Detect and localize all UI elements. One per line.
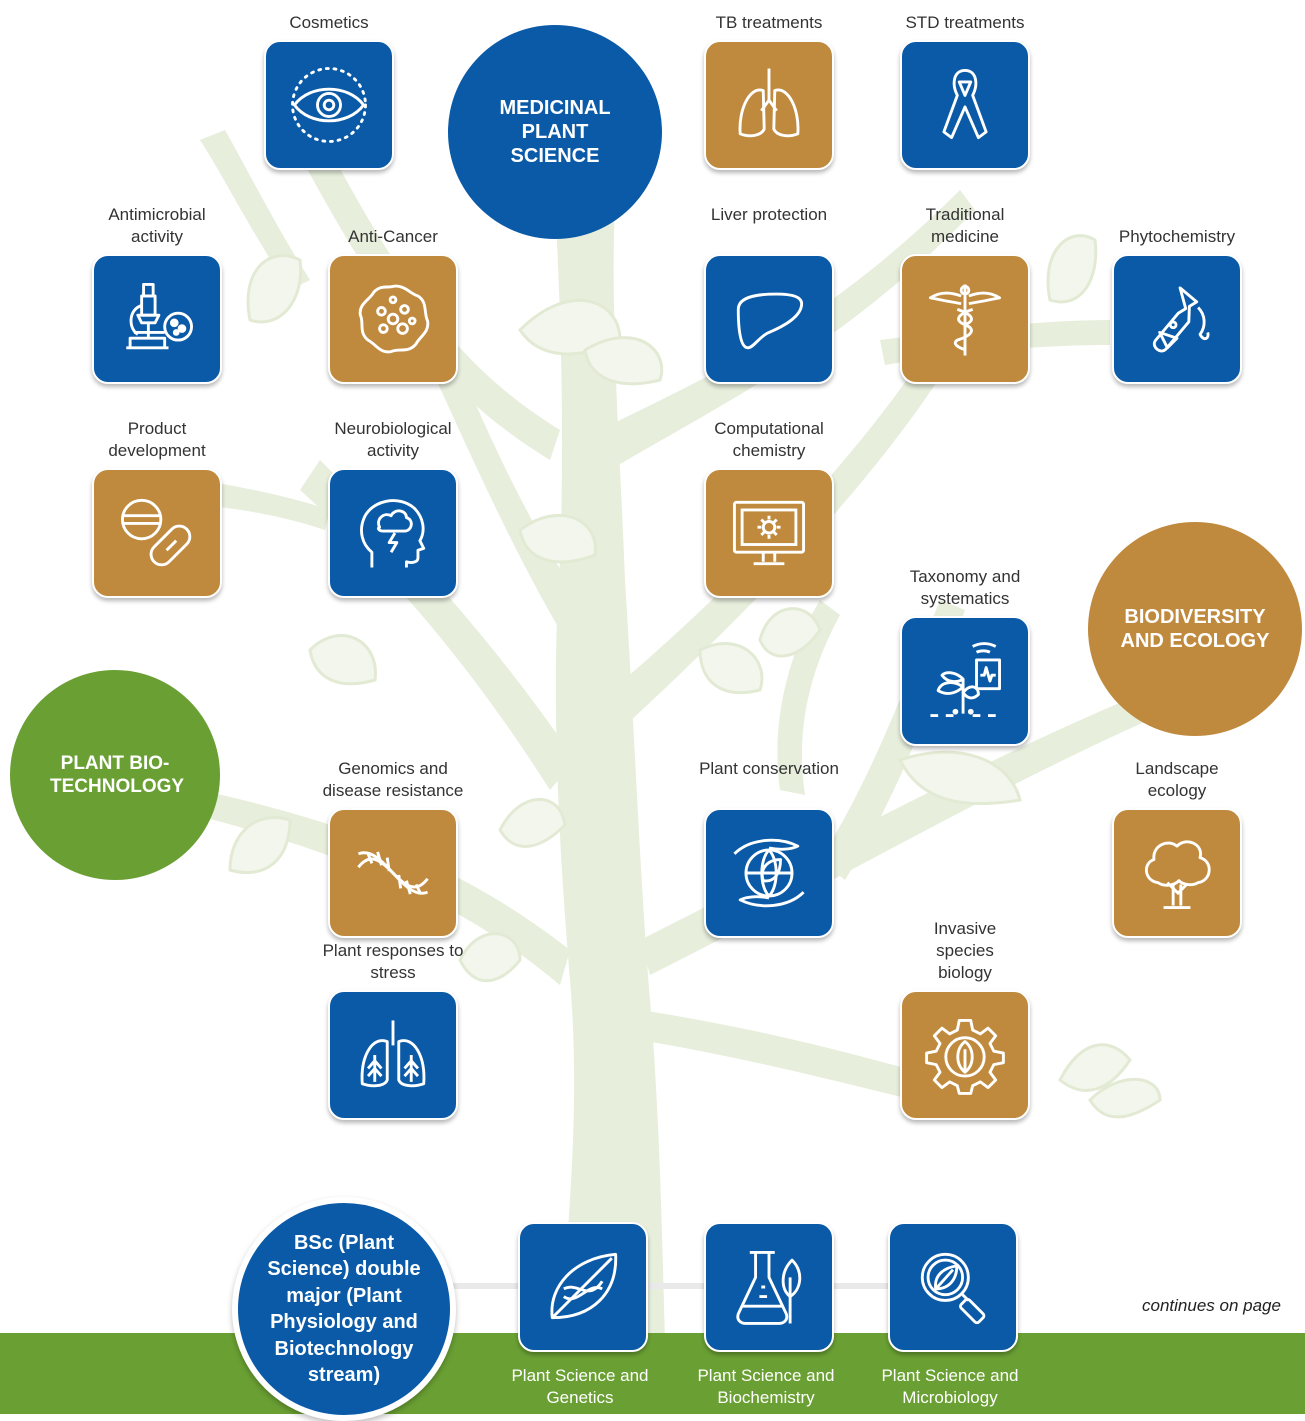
leaf-dna-icon bbox=[518, 1222, 648, 1352]
flask-icon bbox=[1112, 254, 1242, 384]
topic-label: Anti-Cancer bbox=[348, 227, 438, 246]
monitor-gear-icon bbox=[704, 468, 834, 598]
liver-icon bbox=[704, 254, 834, 384]
hub-label: BSc (Plant Science) double major (Plant … bbox=[267, 1231, 421, 1387]
dna-icon bbox=[328, 808, 458, 938]
hub-label: MEDICINAL PLANT SCIENCE bbox=[499, 97, 611, 167]
hub-label: BIODIVERSITY AND ECOLOGY bbox=[1120, 606, 1270, 652]
brain-head-icon bbox=[328, 468, 458, 598]
major-label: Plant Science and Microbiology bbox=[881, 1366, 1019, 1407]
leaf-gear-icon bbox=[900, 990, 1030, 1120]
topic-label: Invasive species biology bbox=[933, 919, 997, 982]
hub-degree: BSc (Plant Science) double major (Plant … bbox=[232, 1197, 456, 1421]
pills-icon bbox=[92, 468, 222, 598]
hub-label: PLANT BIO-TECHNOLOGY bbox=[50, 753, 185, 797]
topic-label: Genomics and disease resistance bbox=[322, 759, 464, 800]
majors-connector bbox=[420, 1283, 940, 1289]
caduceus-icon bbox=[900, 254, 1030, 384]
lungs-trees-icon bbox=[328, 990, 458, 1120]
tree-icon bbox=[1112, 808, 1242, 938]
globe-hands-icon bbox=[704, 808, 834, 938]
ribbon-icon bbox=[900, 40, 1030, 170]
topic-label: Computational chemistry bbox=[714, 419, 824, 460]
hub-biodiversity-and-ecology: BIODIVERSITY AND ECOLOGY bbox=[1088, 522, 1302, 736]
topic-label: Plant responses to stress bbox=[322, 941, 464, 982]
topic-label: STD treatments bbox=[905, 13, 1025, 32]
ground-bar bbox=[0, 1333, 1305, 1414]
topic-label: Landscape ecology bbox=[1135, 759, 1219, 800]
topic-label: Neurobiological activity bbox=[334, 419, 452, 460]
major-label: Plant Science and Biochemistry bbox=[697, 1366, 835, 1407]
hub-medicinal-plant-science: MEDICINAL PLANT SCIENCE bbox=[448, 25, 662, 239]
major-label: Plant Science and Genetics bbox=[511, 1366, 649, 1407]
topic-label: Taxonomy and systematics bbox=[909, 567, 1021, 608]
topic-label: Cosmetics bbox=[289, 13, 369, 32]
hub-plant-biotechnology: PLANT BIO-TECHNOLOGY bbox=[10, 670, 220, 880]
topic-label: Plant conservation bbox=[699, 759, 839, 778]
topic-label: Phytochemistry bbox=[1118, 227, 1236, 246]
topic-label: Liver protection bbox=[710, 205, 828, 224]
lungs-icon bbox=[704, 40, 834, 170]
topic-label: TB treatments bbox=[715, 13, 823, 32]
topic-label: Product development bbox=[108, 419, 206, 460]
topic-label: Antimicrobial activity bbox=[108, 205, 206, 246]
cancer-cell-icon bbox=[328, 254, 458, 384]
microscope-icon bbox=[92, 254, 222, 384]
continues-note: continues on page bbox=[1142, 1296, 1281, 1315]
topic-label: Traditional medicine bbox=[925, 205, 1005, 246]
beaker-leaf-icon bbox=[704, 1222, 834, 1352]
eye-icon bbox=[264, 40, 394, 170]
plant-sensor-icon bbox=[900, 616, 1030, 746]
magnifier-leaf-icon bbox=[888, 1222, 1018, 1352]
